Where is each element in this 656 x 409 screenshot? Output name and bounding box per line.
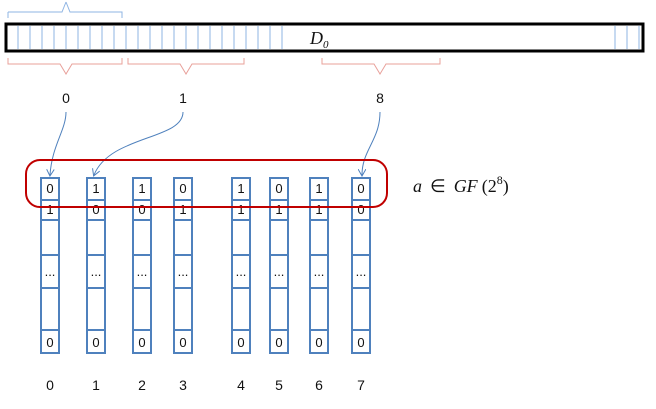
bit-column: 0 1... 0 5 <box>269 177 289 393</box>
column-frame <box>269 177 289 354</box>
segment-braces <box>7 58 441 75</box>
segment-label-1: 1 <box>179 90 187 106</box>
column-frame <box>86 177 106 354</box>
cell-bit-second: 1 <box>275 202 282 217</box>
buffer-d0: D0 <box>4 22 645 53</box>
cell-ellipsis: ... <box>178 264 189 279</box>
bit-column: 0 1... 0 0 <box>40 177 60 393</box>
top-row-highlight <box>25 159 388 208</box>
column-frame <box>309 177 329 354</box>
cell-bit-bottom: 0 <box>237 335 244 350</box>
cell-bit-bottom: 0 <box>92 335 99 350</box>
cell-ellipsis: ... <box>356 264 367 279</box>
buffer-label: D0 <box>309 28 329 51</box>
column-frame <box>173 177 193 354</box>
cell-bit-bottom: 0 <box>46 335 53 350</box>
cell-bit-top: 0 <box>179 181 186 196</box>
cell-bit-second: 1 <box>179 202 186 217</box>
arrow-segment-0 <box>50 111 67 175</box>
cell-ellipsis: ... <box>137 264 148 279</box>
cell-bit-top: 1 <box>138 181 145 196</box>
cell-bit-bottom: 0 <box>315 335 322 350</box>
column-index: 5 <box>275 377 283 393</box>
field-label: a ∈ GF (28) <box>413 173 509 197</box>
cell-ellipsis: ... <box>45 264 56 279</box>
segment-label-8: 8 <box>376 90 384 106</box>
cell-bit-second: 1 <box>46 202 53 217</box>
arrow-segment-1 <box>94 111 184 175</box>
column-frame <box>231 177 251 354</box>
column-index: 0 <box>46 377 54 393</box>
column-index: 1 <box>92 377 100 393</box>
cell-bit-top: 0 <box>275 181 282 196</box>
cell-bit-second: 0 <box>138 202 145 217</box>
segment-label-0: 0 <box>62 90 70 106</box>
column-index: 7 <box>357 377 365 393</box>
cell-bit-top: 1 <box>237 181 244 196</box>
cell-bit-bottom: 0 <box>179 335 186 350</box>
column-frame <box>351 177 371 354</box>
bit-column: 1 1... 0 6 <box>309 177 329 393</box>
buffer-bit-ticks <box>17 26 640 49</box>
cell-bit-top: 1 <box>92 181 99 196</box>
column-index: 6 <box>315 377 323 393</box>
bit-slice-columns: 0 1... 0 0 1 0... 0 1 1 0... 0 2 0 1... 0 3 1 1... 0 4 0 1...… <box>40 177 371 393</box>
bit-column: 0 1... 0 3 <box>173 177 193 393</box>
cell-ellipsis: ... <box>274 264 285 279</box>
top-brace <box>7 1 123 18</box>
cell-bit-top: 0 <box>46 181 53 196</box>
cell-bit-bottom: 0 <box>138 335 145 350</box>
cell-bit-bottom: 0 <box>275 335 282 350</box>
cell-bit-bottom: 0 <box>357 335 364 350</box>
segment-brace-1 <box>127 58 245 75</box>
cell-ellipsis: ... <box>236 264 247 279</box>
arrow-segment-8 <box>362 111 381 175</box>
bit-column: 0 0... 0 7 <box>351 177 371 393</box>
column-frame <box>40 177 60 354</box>
segment-brace-8 <box>321 58 441 75</box>
column-index: 2 <box>138 377 146 393</box>
bit-column: 1 0... 0 1 <box>86 177 106 393</box>
cell-bit-top: 1 <box>315 181 322 196</box>
cell-bit-second: 1 <box>315 202 322 217</box>
bit-column: 1 0... 0 2 <box>132 177 152 393</box>
column-index: 3 <box>179 377 187 393</box>
bit-column: 1 1... 0 4 <box>231 177 251 393</box>
cell-bit-second: 0 <box>92 202 99 217</box>
cell-bit-second: 1 <box>237 202 244 217</box>
column-frame <box>132 177 152 354</box>
cell-bit-top: 0 <box>357 181 364 196</box>
cell-ellipsis: ... <box>314 264 325 279</box>
cell-ellipsis: ... <box>91 264 102 279</box>
cell-bit-second: 0 <box>357 202 364 217</box>
buffer-rect <box>4 22 645 53</box>
column-index: 4 <box>237 377 245 393</box>
segment-brace-0 <box>7 58 123 75</box>
